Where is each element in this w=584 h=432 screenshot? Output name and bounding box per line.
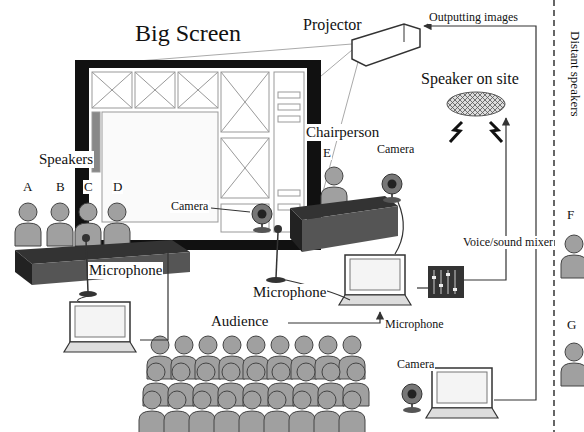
loudspeaker — [447, 92, 505, 142]
audience-member — [214, 391, 240, 432]
chair-laptop — [339, 255, 411, 305]
device-label: Projector — [302, 16, 363, 34]
distant-speaker-figure — [561, 343, 584, 386]
device-label: Camera — [376, 143, 415, 156]
speaker-figures — [15, 203, 130, 246]
audience-member — [339, 391, 365, 432]
separator-line — [553, 0, 555, 432]
person-letter: G — [566, 318, 577, 332]
big-screen — [75, 60, 321, 250]
person-letter: D — [112, 180, 123, 194]
floor-microphone — [266, 225, 286, 283]
group-label: Distant speakers — [568, 30, 582, 118]
chair-desk — [290, 196, 398, 252]
person-letter: A — [22, 180, 33, 194]
sound-mixer — [428, 266, 464, 298]
person-letter: C — [83, 180, 94, 194]
person-letter: F — [566, 208, 575, 222]
chair-camera — [382, 174, 402, 203]
audience-member — [164, 391, 190, 432]
device-label: Microphone — [384, 318, 445, 331]
device-label: Voice/sound mixer — [462, 236, 554, 249]
audience-crowd — [139, 336, 369, 432]
remote-laptop — [426, 368, 498, 418]
audience-member — [314, 391, 340, 432]
role-label: Audience — [210, 313, 269, 330]
screen-camera — [252, 204, 272, 233]
audience-member — [264, 391, 290, 432]
screen-title: Big Screen — [134, 20, 242, 46]
distant-speaker-figure — [561, 235, 584, 278]
leader-line — [211, 208, 250, 212]
audience-member — [239, 391, 265, 432]
role-label: Speakers — [38, 151, 94, 168]
remote-camera — [402, 384, 422, 413]
role-label: Chairperson — [305, 124, 380, 141]
audience-member — [139, 391, 165, 432]
wire-label: Outputting images — [428, 11, 519, 24]
device-label: Microphone — [88, 262, 163, 279]
device-label: Speaker on site — [420, 70, 520, 88]
device-label: Camera — [396, 358, 435, 371]
projector-edge — [404, 24, 405, 42]
person-letter: E — [322, 146, 332, 160]
signal-wire — [140, 26, 536, 400]
wire — [77, 296, 88, 302]
device-label: Microphone — [252, 284, 327, 301]
audience-member — [289, 391, 315, 432]
audience-member — [189, 391, 215, 432]
speakers-desk — [15, 240, 190, 285]
person-letter: B — [55, 180, 66, 194]
device-label: Camera — [170, 200, 209, 213]
speakers-laptop — [64, 302, 136, 352]
